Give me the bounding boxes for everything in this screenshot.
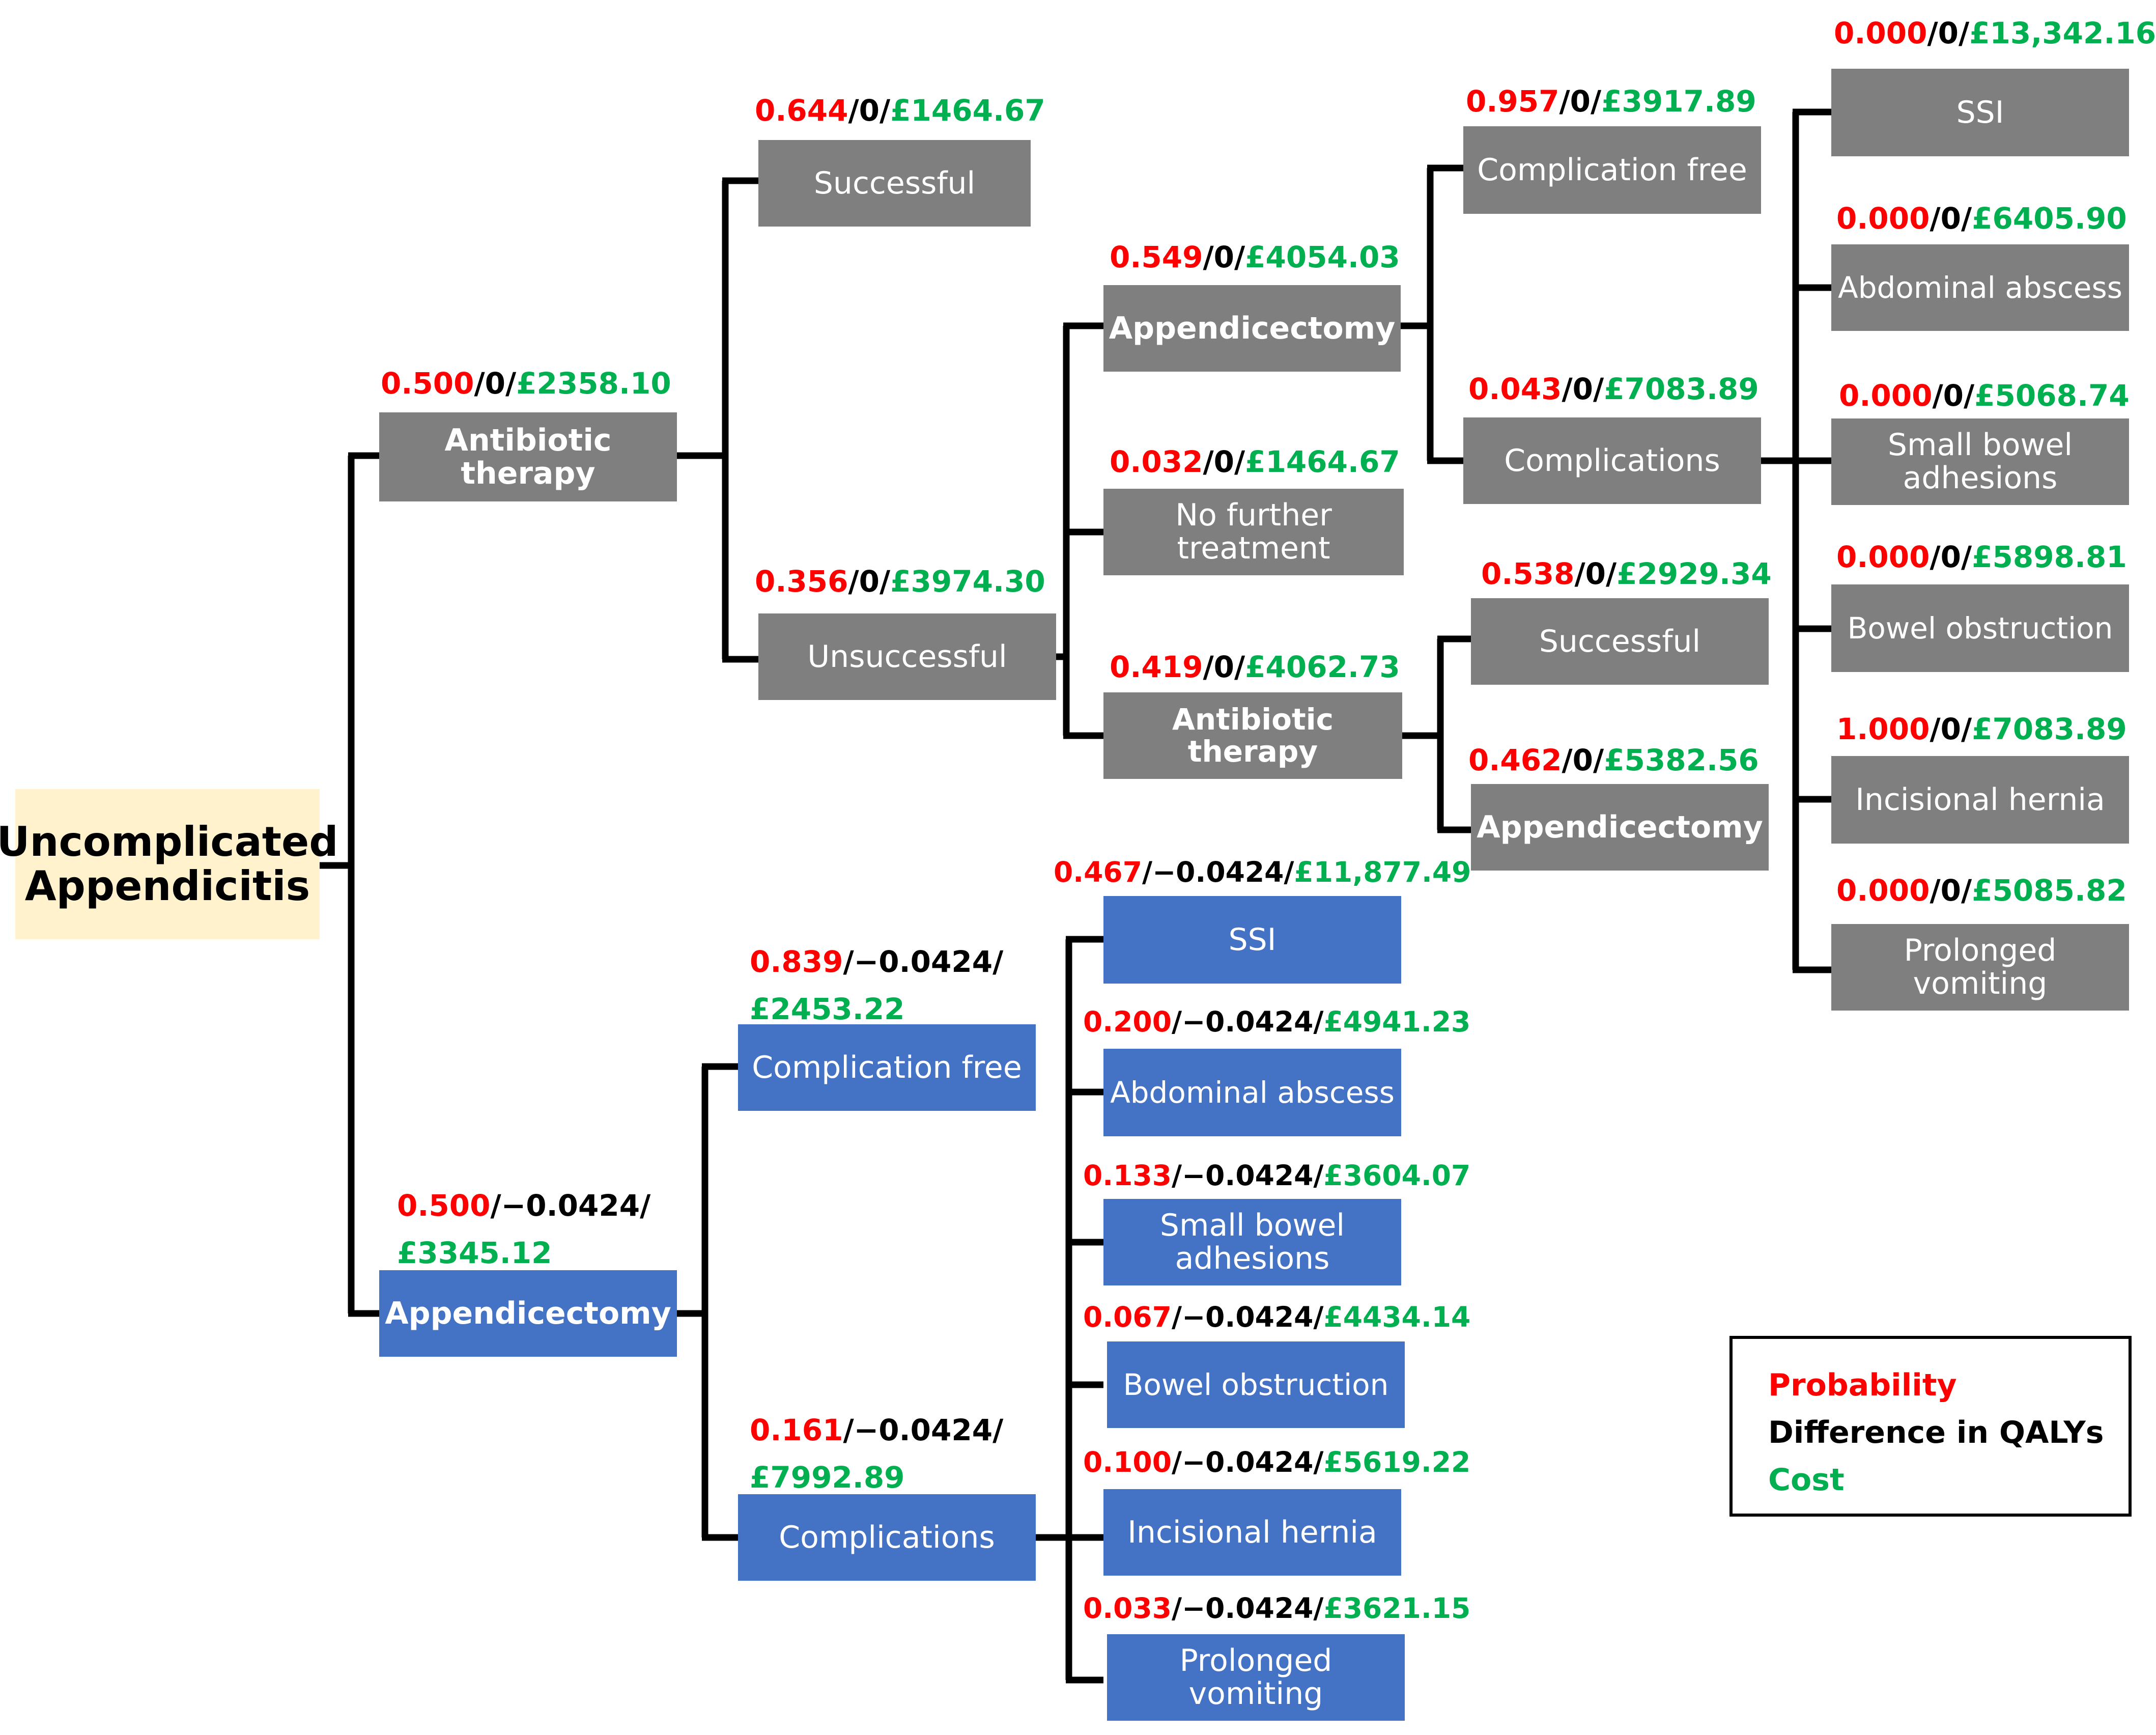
value-label-blue-prolonged-vomiting: 0.033/−0.0424/£3621.15: [1083, 1592, 1471, 1625]
node-label-line-2: adhesions: [1903, 460, 2058, 496]
node-label: Complications: [779, 1519, 995, 1555]
node-label-line-2: treatment: [1177, 530, 1330, 566]
node-uat-appendicectomy: Appendicectomy: [1471, 784, 1769, 871]
node-antibiotic-therapy: Antibiotic therapy: [379, 412, 677, 501]
node-label: Appendicectomy: [1109, 310, 1396, 346]
node-label-line-1: Small bowel: [1159, 1208, 1345, 1244]
value-label-gray-small-bowel-adhesions: 0.000/0/£5068.74: [1839, 378, 2130, 413]
value-label-blue-bowel-obstruction: 0.067/−0.0424/£4434.14: [1083, 1301, 1471, 1333]
value-label-uat-successful: 0.538/0/£2929.34: [1481, 556, 1772, 591]
value-label-blue-incisional-hernia: 0.100/−0.0424/£5619.22: [1083, 1446, 1471, 1478]
value-label-unsucc-antibiotic-therapy: 0.419/0/£4062.73: [1110, 650, 1400, 684]
node-label: Incisional hernia: [1127, 1514, 1377, 1550]
node-label: Incisional hernia: [1855, 781, 2105, 818]
value-label-gray-abdominal-abscess: 0.000/0/£6405.90: [1836, 201, 2127, 236]
node-blue-abdominal-abscess: Abdominal abscess: [1103, 1049, 1401, 1136]
root-label-line-2: Appendicitis: [24, 862, 310, 910]
node-blue-incisional-hernia: Incisional hernia: [1103, 1489, 1401, 1576]
node-label: Unsuccessful: [807, 638, 1007, 675]
value-label-ua-complication-free: 0.957/0/£3917.89: [1466, 84, 1756, 119]
node-gray-ssi: SSI: [1831, 69, 2129, 156]
legend-qaly: Difference in QALYs: [1768, 1415, 2104, 1450]
value-label-unsucc-appendicectomy: 0.549/0/£4054.03: [1110, 240, 1400, 274]
node-label: Complications: [1504, 442, 1720, 479]
value-label-gray-ssi: 0.000/0/£13,342.16: [1834, 16, 2156, 50]
node-unsucc-antibiotic-therapy: Antibiotic therapy: [1103, 692, 1402, 779]
value-label-uat-appendicectomy: 0.462/0/£5382.56: [1468, 743, 1759, 777]
node-label: Complication free: [1477, 152, 1747, 188]
node-label-line-2: vomiting: [1913, 966, 2048, 1001]
legend-probability: Probability: [1768, 1367, 1957, 1403]
node-label: Successful: [1539, 623, 1701, 659]
node-label: Antibiotic therapy: [1172, 702, 1334, 769]
node-gray-incisional-hernia: Incisional hernia: [1831, 756, 2129, 844]
node-ua-complications: Complications: [1463, 417, 1761, 504]
node-label: Abdominal abscess: [1110, 1075, 1395, 1110]
value-label-app-complication-free: 0.839/−0.0424/£2453.22: [750, 944, 1004, 1026]
node-blue-ssi: SSI: [1103, 896, 1401, 984]
legend-box: Probability Difference in QALYs Cost: [1729, 1336, 2132, 1517]
node-label: Bowel obstruction: [1123, 1367, 1389, 1402]
node-at-unsuccessful: Unsuccessful: [758, 613, 1056, 700]
value-label-no-further-treatment: 0.032/0/£1464.67: [1110, 444, 1400, 479]
node-app-complications: Complications: [738, 1494, 1036, 1581]
node-ua-complication-free: Complication free: [1463, 126, 1761, 214]
node-app-complication-free: Complication free: [738, 1024, 1036, 1111]
node-label: Complication free: [752, 1049, 1022, 1085]
value-label-ua-complications: 0.043/0/£7083.89: [1468, 372, 1759, 406]
node-gray-bowel-obstruction: Bowel obstruction: [1831, 584, 2129, 672]
node-label: SSI: [1956, 94, 2004, 130]
node-label-line-2: adhesions: [1175, 1241, 1330, 1276]
node-appendicectomy: Appendicectomy: [379, 1270, 677, 1357]
value-label-blue-small-bowel-adhesions: 0.133/−0.0424/£3604.07: [1083, 1159, 1471, 1192]
value-label-appendicectomy: 0.500/−0.0424/£3345.12: [397, 1188, 651, 1270]
node-label-line-1: Small bowel: [1887, 427, 2073, 463]
node-label-line-1: Prolonged: [1904, 933, 2057, 969]
node-label: Successful: [813, 165, 976, 201]
value-label-gray-bowel-obstruction: 0.000/0/£5898.81: [1836, 540, 2127, 574]
node-gray-abdominal-abscess: Abdominal abscess: [1831, 244, 2129, 331]
value-label-gray-incisional-hernia: 1.000/0/£7083.89: [1836, 712, 2127, 746]
value-label-antibiotic-therapy: 0.500/0/£2358.10: [381, 366, 671, 401]
node-uat-successful: Successful: [1471, 598, 1769, 685]
legend-cost: Cost: [1768, 1462, 1845, 1498]
value-label-blue-abdominal-abscess: 0.200/−0.0424/£4941.23: [1083, 1005, 1471, 1038]
node-label: Appendicectomy: [385, 1295, 671, 1331]
node-blue-bowel-obstruction: Bowel obstruction: [1107, 1341, 1405, 1428]
value-label-at-unsuccessful: 0.356/0/£3974.30: [755, 564, 1045, 599]
node-label-line-1: No further: [1175, 497, 1332, 534]
node-label: Abdominal abscess: [1838, 270, 2122, 305]
node-unsucc-appendicectomy: Appendicectomy: [1103, 285, 1401, 372]
node-label: Appendicectomy: [1477, 809, 1763, 845]
value-label-at-successful: 0.644/0/£1464.67: [755, 93, 1045, 128]
value-label-app-complications: 0.161/−0.0424/£7992.89: [750, 1413, 1004, 1495]
root-label-line-1: Uncomplicated: [0, 818, 338, 866]
node-label: Bowel obstruction: [1847, 610, 2113, 646]
node-label-line-1: Prolonged: [1179, 1643, 1332, 1679]
node-at-successful: Successful: [758, 140, 1031, 227]
value-label-gray-prolonged-vomiting: 0.000/0/£5085.82: [1836, 873, 2127, 908]
value-label-blue-ssi: 0.467/−0.0424/£11,877.49: [1054, 856, 1471, 888]
node-label-line-2: vomiting: [1188, 1676, 1323, 1712]
node-label: Antibiotic therapy: [444, 422, 612, 491]
node-label: SSI: [1228, 921, 1276, 958]
